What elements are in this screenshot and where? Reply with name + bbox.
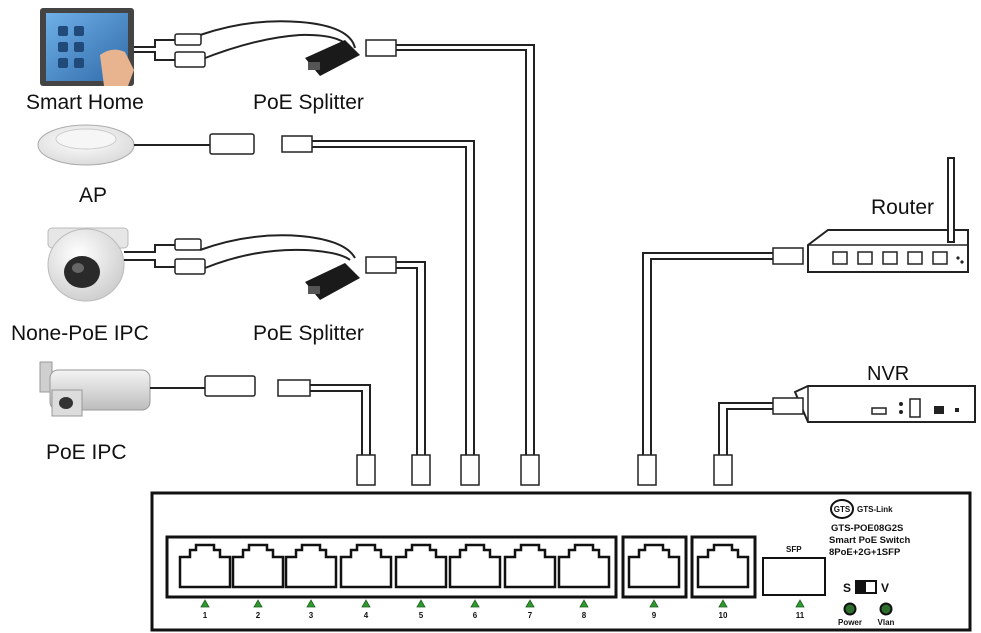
none-poe-ipc-device (47, 227, 129, 302)
smart-home-label: Smart Home (26, 91, 144, 114)
switch-brand: GTS-Link (857, 505, 893, 514)
rj45-port-10[interactable] (696, 543, 750, 589)
port-led-5 (416, 599, 426, 608)
ap-rj45-plug (209, 133, 255, 155)
vertical-rj45-plugs (356, 454, 733, 486)
dip-switch-v-label: V (881, 581, 889, 595)
port-led-3 (306, 599, 316, 608)
rj45-port-4[interactable] (339, 543, 393, 589)
router-device (807, 157, 969, 273)
rj45-port-3[interactable] (284, 543, 338, 589)
port-leds: 1 2 3 4 5 6 7 8 9 10 11 (200, 599, 805, 620)
none-poe-ipc-dc-plug (174, 238, 202, 251)
none-poe-ipc-rj45-plug (174, 258, 206, 275)
nvr-label: NVR (867, 363, 910, 385)
smart-home-cable (134, 20, 356, 61)
port-number-3: 3 (309, 611, 314, 620)
poe-port-group (165, 535, 618, 599)
none-poe-ipc-label: None-PoE IPC (11, 322, 149, 345)
ap-label: AP (79, 184, 108, 207)
switch-desc-2: 8PoE+2G+1SFP (829, 547, 901, 558)
rj45-ports (178, 543, 750, 589)
port-led-7 (525, 599, 535, 608)
poe-splitter-bottom-device (305, 263, 360, 300)
router-label: Router (871, 196, 935, 219)
port-led-2 (253, 599, 263, 608)
power-label: Power (838, 618, 862, 627)
port-number-7: 7 (528, 611, 533, 620)
rj45-port-2[interactable] (231, 543, 285, 589)
vlan-label: Vlan (878, 618, 895, 627)
smart-home-device (40, 8, 134, 86)
port-number-5: 5 (419, 611, 424, 620)
smart-home-dc-plug (174, 33, 202, 46)
vlan-led (879, 602, 893, 616)
port-number-9: 9 (652, 611, 657, 620)
port-number-2: 2 (256, 611, 261, 620)
port-led-9 (649, 599, 659, 608)
smart-home-rj45-plug (174, 51, 206, 68)
port-number-1: 1 (203, 611, 208, 620)
port-led-6 (470, 599, 480, 608)
port-number-4: 4 (364, 611, 369, 620)
poe-splitter-top-device (305, 40, 360, 76)
rj45-port-5[interactable] (394, 543, 448, 589)
port-led-8 (579, 599, 589, 608)
port-led-4 (361, 599, 371, 608)
port-led-1 (200, 599, 210, 608)
port-led-11 (795, 599, 805, 608)
switch-desc-1: Smart PoE Switch (829, 535, 910, 546)
ap-device (37, 124, 210, 166)
nvr-device (793, 385, 976, 423)
port-number-10: 10 (719, 611, 728, 620)
poe-ipc-label: PoE IPC (46, 441, 127, 464)
port-number-8: 8 (582, 611, 587, 620)
rj45-port-9[interactable] (627, 543, 681, 589)
dip-switch-s-label: S (843, 581, 851, 595)
none-poe-ipc-cable (124, 234, 356, 269)
rj45-port-7[interactable] (503, 543, 557, 589)
sfp-slot (762, 557, 826, 596)
rj45-port-1[interactable] (178, 543, 232, 589)
power-led (843, 602, 857, 616)
rj45-port-6[interactable] (448, 543, 502, 589)
port-number-6: 6 (473, 611, 478, 620)
sfp-label: SFP (786, 545, 802, 554)
poe-splitter-top-label: PoE Splitter (253, 91, 364, 114)
port-led-10 (718, 599, 728, 608)
rj45-plug-heads (277, 39, 804, 415)
port-number-11: 11 (796, 611, 805, 620)
poe-ipc-device (39, 361, 205, 417)
patch-cables (306, 44, 775, 455)
gts-link-logo: GTS (830, 499, 854, 519)
poe-splitter-bottom-label: PoE Splitter (253, 322, 364, 345)
poe-ipc-rj45-plug (204, 375, 256, 397)
switch-model: GTS-POE08G2S (831, 523, 903, 534)
port-9-frame (621, 535, 688, 599)
mode-dip-switch[interactable] (855, 580, 877, 594)
brand-logo-text: GTS (834, 505, 851, 514)
port-10-frame (690, 535, 757, 599)
rj45-port-8[interactable] (557, 543, 611, 589)
